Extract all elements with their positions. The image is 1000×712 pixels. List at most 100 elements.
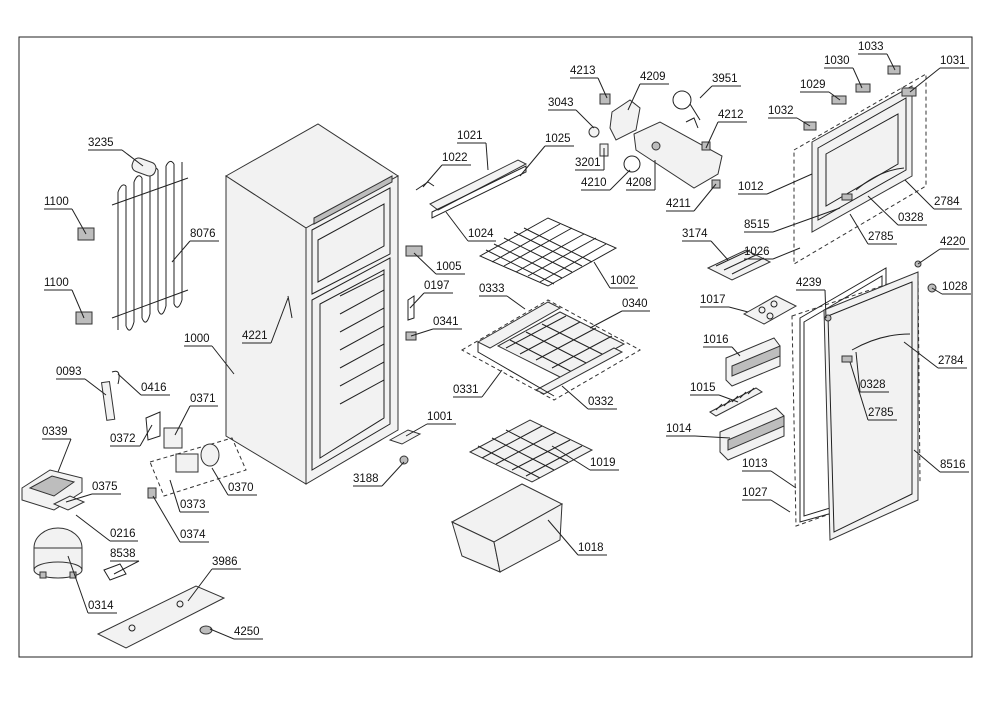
callout-3201: 3201 <box>575 148 605 171</box>
callout-0416: 0416 <box>117 373 170 396</box>
part-number-label: 1014 <box>666 423 692 435</box>
leader-line <box>71 289 85 319</box>
part-number-label: 8076 <box>190 228 216 240</box>
callout-2784: 2784 <box>904 179 962 210</box>
callout-8076: 8076 <box>171 228 219 263</box>
callout-1025: 1025 <box>519 133 574 177</box>
leader-line <box>75 514 111 542</box>
callout-1017: 1017 <box>700 294 749 313</box>
part-number-label: 1018 <box>578 542 604 554</box>
callout-4239: 4239 <box>796 277 827 319</box>
part-number-label: 1031 <box>940 55 966 67</box>
callout-1022: 1022 <box>422 152 471 188</box>
part-number-label: 4221 <box>242 330 268 342</box>
callout-1000: 1000 <box>184 333 235 375</box>
callout-4220: 4220 <box>917 236 969 265</box>
callout-1016: 1016 <box>703 334 741 357</box>
leader-line <box>903 341 939 369</box>
leader-line <box>84 378 107 396</box>
leader-line <box>413 252 437 275</box>
callout-0374: 0374 <box>152 495 209 543</box>
wire-loop <box>672 90 701 121</box>
leader-line <box>886 53 896 71</box>
part-number-label: 0093 <box>56 366 82 378</box>
callout-2784: 2784 <box>903 341 967 369</box>
leader-line <box>913 449 941 473</box>
callout-4250: 4250 <box>209 626 263 640</box>
part-number-label: 4250 <box>234 626 260 638</box>
leader-line <box>209 628 235 640</box>
part-number-label: 1021 <box>457 130 483 142</box>
leader-line <box>796 117 811 127</box>
callout-0331: 0331 <box>453 369 503 398</box>
callout-1100: 1100 <box>44 196 87 235</box>
part-number-label: 0373 <box>180 499 206 511</box>
part-number-label: 3043 <box>548 97 574 109</box>
callout-3174: 3174 <box>682 228 729 261</box>
leader-line <box>705 121 719 149</box>
part-number-label: 1000 <box>184 333 210 345</box>
callout-0372: 0372 <box>110 424 153 447</box>
door-shelf-upper <box>725 337 781 387</box>
thermostat-knob <box>407 295 415 321</box>
callout-1001: 1001 <box>405 411 456 437</box>
leader-line <box>931 287 943 295</box>
callout-0093: 0093 <box>56 366 107 396</box>
leader-line <box>113 560 140 575</box>
part-number-label: 0374 <box>180 529 206 541</box>
leader-line <box>211 345 235 375</box>
compressor <box>33 527 83 579</box>
part-number-label: 8515 <box>744 219 770 231</box>
callout-4213: 4213 <box>570 65 608 99</box>
callout-0375: 0375 <box>65 481 121 503</box>
part-number-label: 8516 <box>940 459 966 471</box>
callout-4211: 4211 <box>666 183 717 212</box>
callout-3188: 3188 <box>353 461 405 487</box>
callout-1005: 1005 <box>413 252 465 275</box>
callout-4209: 4209 <box>627 71 669 111</box>
leader-line <box>445 211 469 242</box>
leader-line <box>410 328 434 337</box>
cabinet-body <box>225 123 399 485</box>
leader-line <box>770 470 797 489</box>
part-number-label: 0371 <box>190 393 216 405</box>
leader-line <box>852 67 863 89</box>
part-number-label: 1030 <box>824 55 850 67</box>
control-clip <box>685 117 699 129</box>
mount-plate-small <box>52 495 86 511</box>
part-number-label: 0197 <box>424 280 450 292</box>
leader-line <box>593 261 611 289</box>
part-number-label: 1028 <box>942 281 968 293</box>
leveling-foot <box>199 625 213 635</box>
wire-shelf <box>478 217 618 287</box>
part-number-label: 3174 <box>682 228 708 240</box>
callout-2785: 2785 <box>849 213 897 245</box>
fridge-door-assembly <box>791 267 921 541</box>
leader-line <box>270 297 289 344</box>
hinge-cover-1031 <box>901 87 917 97</box>
part-number-label: 1022 <box>442 152 468 164</box>
part-number-label: 4212 <box>718 109 744 121</box>
part-number-label: 1015 <box>690 382 716 394</box>
part-number-label: 3951 <box>712 73 738 85</box>
knob-ring <box>623 155 641 173</box>
hinge-cover-1029 <box>831 95 847 105</box>
leader-line <box>405 423 428 437</box>
part-number-label: 0416 <box>141 382 167 394</box>
leader-line <box>506 295 526 310</box>
leader-line <box>409 292 425 309</box>
leader-line <box>728 306 749 313</box>
callout-1024: 1024 <box>445 211 496 242</box>
start-relay-assembly <box>147 427 247 499</box>
part-number-label: 0333 <box>479 283 505 295</box>
callout-1019: 1019 <box>551 445 619 471</box>
leader-line <box>627 83 641 111</box>
leader-line <box>589 310 623 329</box>
part-number-label: 4213 <box>570 65 596 77</box>
callout-0314: 0314 <box>67 555 117 614</box>
callout-1030: 1030 <box>824 55 863 89</box>
callout-0371: 0371 <box>174 393 218 436</box>
leader-line <box>909 67 941 93</box>
leader-line <box>710 240 729 261</box>
